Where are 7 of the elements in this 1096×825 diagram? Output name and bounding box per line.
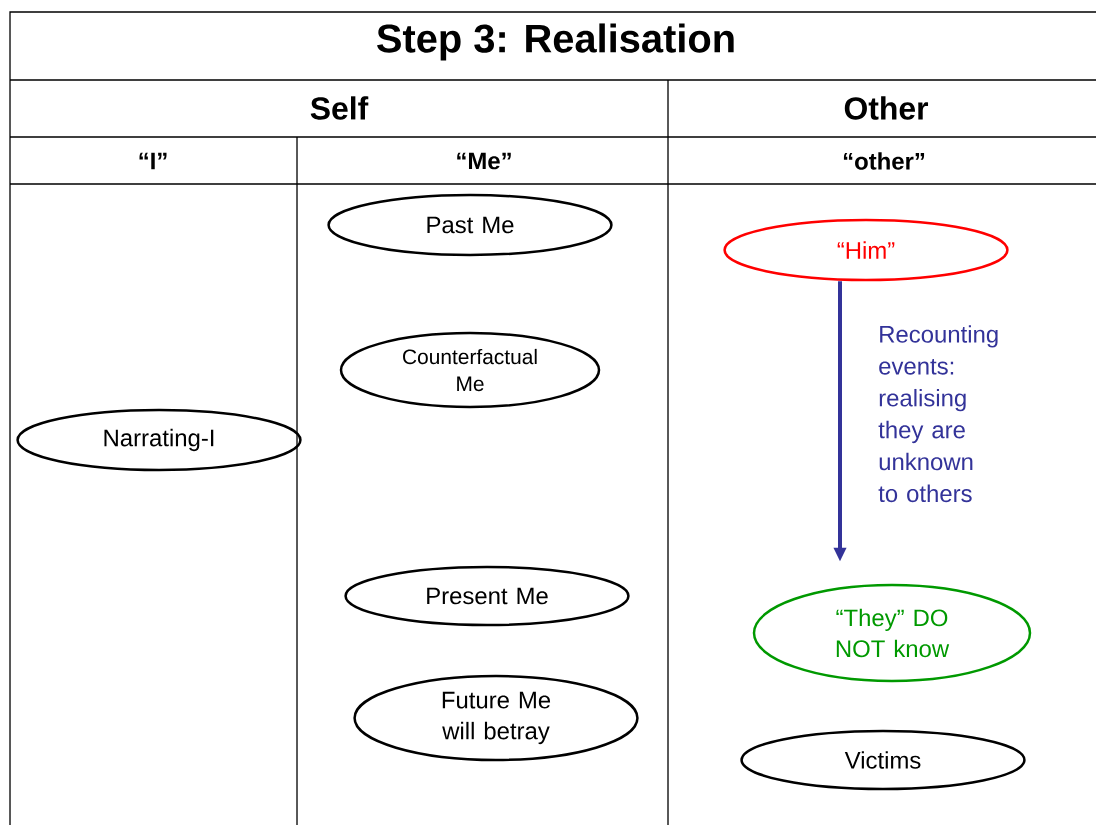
title: Step 3: Realisation <box>377 23 734 61</box>
column-subheading: “other” <box>843 152 925 170</box>
column-heading: Other <box>844 96 929 120</box>
column-heading: Self <box>310 96 369 120</box>
column-subheading: “I” <box>139 152 167 170</box>
column-subheading: “Me” <box>457 152 511 170</box>
edge-label: Recounting events: realising they are unknown to others <box>878 325 998 503</box>
